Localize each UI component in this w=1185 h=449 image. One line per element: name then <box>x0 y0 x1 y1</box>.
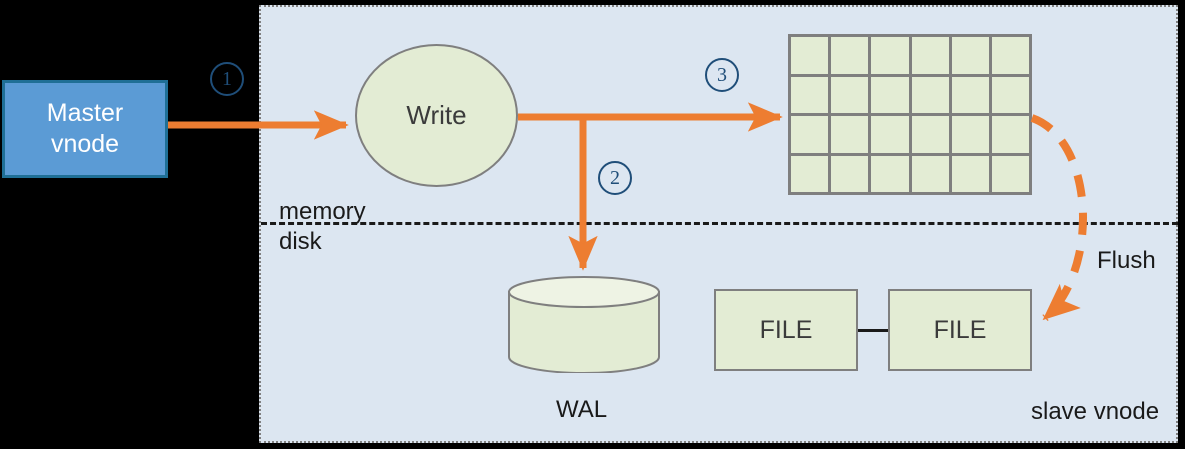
file-box-1-label: FILE <box>759 315 813 344</box>
step-badge-3: 3 <box>705 58 739 92</box>
memtable-cell <box>871 116 909 153</box>
memtable-cell <box>831 155 869 192</box>
write-node-label: Write <box>406 100 467 130</box>
memory-tier-label: memory <box>279 198 366 225</box>
file-box-2-label: FILE <box>933 315 987 344</box>
memtable-cell <box>911 37 949 74</box>
flush-label: Flush <box>1097 247 1156 274</box>
memtable-cell <box>951 155 989 192</box>
memtable-cell <box>991 116 1029 153</box>
master-vnode-label-line2: vnode <box>50 130 120 158</box>
slave-vnode-label: slave vnode <box>1031 398 1160 425</box>
step-badge-2-label: 2 <box>610 166 620 189</box>
memtable-cell <box>871 76 909 113</box>
file-box-1[interactable]: FILE <box>714 289 858 371</box>
memtable-cell <box>831 116 869 153</box>
memtable-cell <box>791 76 829 113</box>
memtable-cell <box>871 155 909 192</box>
memtable-cell <box>871 37 909 74</box>
write-node[interactable]: Write <box>355 44 518 187</box>
wal-label: WAL <box>556 396 608 423</box>
memtable-cell <box>911 76 949 113</box>
memtable-cell <box>911 116 949 153</box>
memtable-cell <box>791 155 829 192</box>
memtable-grid <box>788 34 1032 195</box>
file-box-2[interactable]: FILE <box>888 289 1032 371</box>
memtable-cell <box>951 116 989 153</box>
memtable-cell <box>831 37 869 74</box>
memtable-cell <box>791 37 829 74</box>
memtable-cell <box>951 37 989 74</box>
memtable-cell <box>831 76 869 113</box>
memtable-cell <box>991 37 1029 74</box>
memtable-cell <box>791 116 829 153</box>
master-vnode-label-line1: Master <box>46 98 124 127</box>
step-badge-2: 2 <box>598 161 632 195</box>
master-vnode-box[interactable]: Master vnode <box>2 80 168 178</box>
step-badge-1: 1 <box>210 62 244 96</box>
step-badge-1-label: 1 <box>222 67 232 90</box>
memtable-cell <box>991 155 1029 192</box>
memtable-cell <box>911 155 949 192</box>
file-connector-line <box>857 329 888 332</box>
memory-disk-divider <box>261 222 1178 225</box>
disk-tier-label: disk <box>279 228 322 255</box>
wal-cylinder <box>508 276 660 373</box>
step-badge-3-label: 3 <box>717 63 727 86</box>
memtable-cell <box>991 76 1029 113</box>
memtable-cell <box>951 76 989 113</box>
